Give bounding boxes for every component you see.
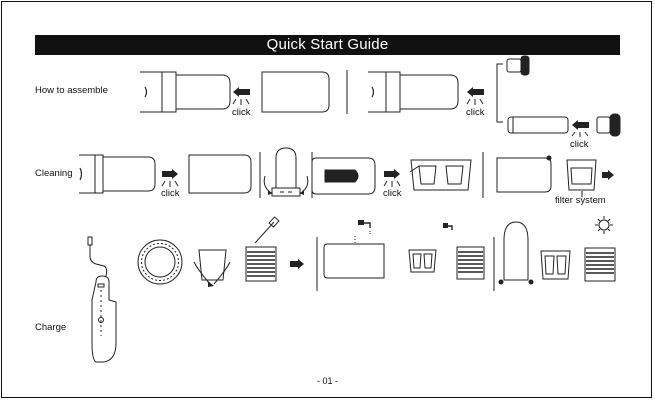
arrow-left-icon xyxy=(233,87,250,105)
vacuum-front-cap xyxy=(597,114,620,136)
cleaning-step-1-dust-cup xyxy=(189,155,251,193)
cleaning-step-3-dust-cup xyxy=(497,156,551,192)
arrow-right-icon xyxy=(290,259,304,269)
bracket-connector xyxy=(497,64,503,122)
filter-top-view xyxy=(138,240,182,284)
drying-dust-cup-upright xyxy=(499,222,533,284)
cleaning-upright-vacuum xyxy=(264,148,308,196)
washing-pleated-filter xyxy=(457,247,484,279)
arrow-right-icon xyxy=(602,170,614,180)
cleaning-step-2-vacuum-side xyxy=(312,158,375,194)
drying-pleated-filter xyxy=(585,248,615,281)
crevice-tool-attachment xyxy=(508,117,568,133)
arrow-left-icon xyxy=(572,120,589,137)
brush-icon xyxy=(255,217,279,243)
drying-filter-housing xyxy=(541,251,570,279)
cleaning-step-2-filter-housing xyxy=(410,160,471,190)
arrow-right-icon xyxy=(384,169,400,187)
assemble-step-2-vacuum-body xyxy=(368,72,458,112)
assemble-step-1-dust-cup xyxy=(262,72,329,112)
washing-filter-housing xyxy=(409,250,436,272)
cleaning-step-1-vacuum-body xyxy=(79,155,155,193)
water-tap-icon xyxy=(358,220,370,235)
assemble-step-1-vacuum-body xyxy=(140,72,230,112)
pleated-filter xyxy=(246,247,276,281)
filter-rotate-remove xyxy=(194,250,230,287)
brush-nozzle-attachment xyxy=(507,56,529,75)
arrow-right-icon xyxy=(162,169,178,187)
sun-dry-icon xyxy=(595,216,613,234)
water-tap-icon xyxy=(443,223,452,230)
charging-vacuum-upright xyxy=(92,276,116,362)
cleaning-step-3-filter xyxy=(567,160,596,197)
washing-dust-cup xyxy=(324,236,384,278)
usb-cable-icon xyxy=(88,237,107,276)
arrow-left-icon xyxy=(467,87,484,105)
